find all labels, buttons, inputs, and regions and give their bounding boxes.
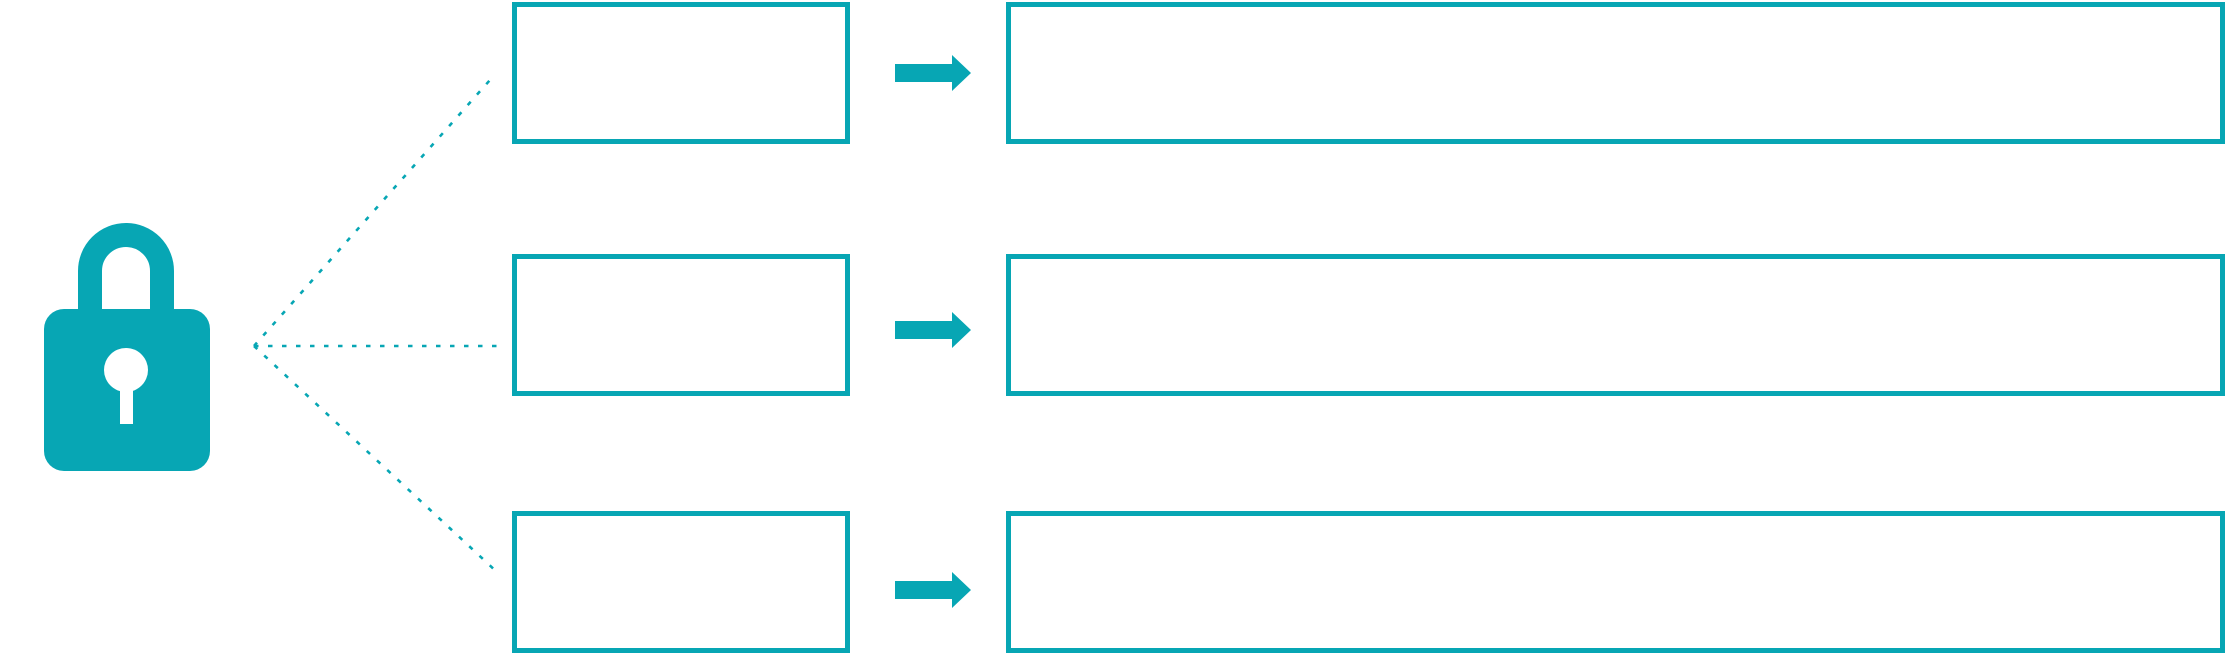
dotted-connector-bottom [253,345,499,574]
diagram-row [512,511,2225,653]
key-point-box [512,511,850,653]
description-box [1006,511,2225,653]
lock-icon [44,223,210,471]
right-arrow-icon [895,312,971,348]
dotted-connector-top [253,79,491,347]
key-point-box [512,2,850,144]
right-arrow-icon [895,55,971,91]
diagram-row [512,254,2225,396]
description-box [1006,254,2225,396]
key-point-box [512,254,850,396]
right-arrow-icon [895,572,971,608]
description-box [1006,2,2225,144]
diagram-row [512,2,2225,144]
